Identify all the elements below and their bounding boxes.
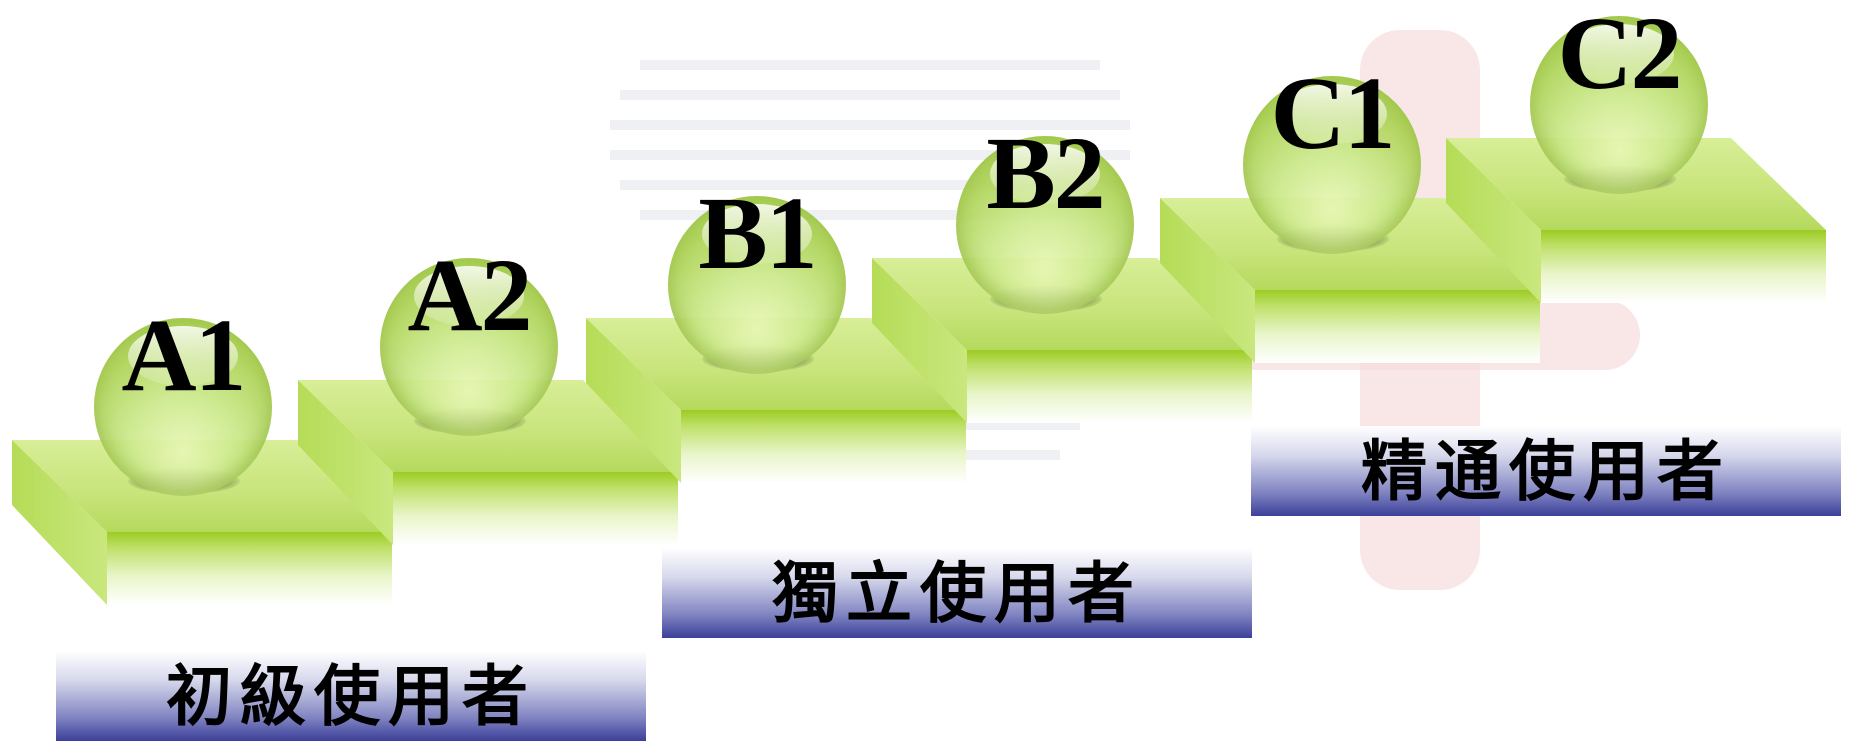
level-label-b1: B1: [698, 176, 817, 291]
level-label-b2: B2: [986, 116, 1105, 231]
group-label-independent: 獨立使用者: [662, 548, 1252, 638]
level-ball-a2: A2: [380, 244, 558, 436]
group-label-basic: 初級使用者: [56, 651, 646, 741]
level-ball-b2: B2: [956, 122, 1134, 314]
level-label-a2: A2: [407, 238, 532, 353]
level-label-a1: A1: [121, 298, 246, 413]
level-label-c2: C2: [1557, 0, 1682, 111]
group-label-proficient: 精通使用者: [1251, 426, 1841, 516]
level-label-c1: C1: [1270, 56, 1395, 171]
level-ball-c2: C2: [1530, 2, 1708, 194]
level-ball-c1: C1: [1243, 62, 1421, 254]
step-c1: [1160, 198, 1540, 408]
level-ball-b1: B1: [668, 182, 846, 374]
level-ball-a1: A1: [94, 304, 272, 496]
